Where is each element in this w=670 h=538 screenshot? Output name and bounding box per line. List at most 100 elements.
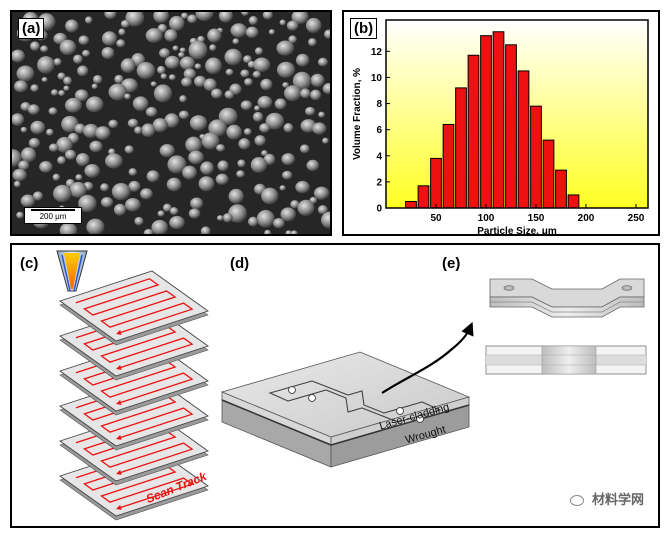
- y-tick-label: 8: [376, 99, 382, 110]
- powder-particle: [16, 211, 24, 219]
- powder-particle: [322, 137, 329, 144]
- powder-particle: [136, 61, 156, 80]
- histogram-bar: [455, 87, 467, 209]
- powder-particle: [248, 16, 258, 25]
- powder-particle: [217, 160, 229, 172]
- histogram-bar: [517, 70, 530, 209]
- powder-particle: [308, 38, 317, 47]
- plot-frame: [385, 19, 649, 209]
- arrow-to-specimen: [381, 321, 474, 394]
- powder-particle: [108, 119, 119, 129]
- powder-particle: [30, 84, 39, 93]
- powder-particle: [295, 53, 310, 67]
- powder-particle: [215, 173, 229, 185]
- powder-particle: [282, 82, 289, 88]
- powder-particle: [63, 76, 72, 86]
- wechat-icon: [570, 495, 585, 507]
- powder-particle: [159, 48, 171, 59]
- powder-particle: [159, 144, 175, 158]
- powder-particle: [230, 23, 248, 38]
- powder-particle: [243, 55, 252, 64]
- powder-particle: [145, 106, 158, 118]
- powder-particle: [179, 56, 195, 71]
- powder-particle: [73, 54, 83, 64]
- powder-particle: [254, 135, 266, 146]
- powder-particle: [52, 173, 61, 181]
- powder-particle: [101, 31, 118, 46]
- powder-particle: [120, 58, 136, 74]
- y-tick-label: 6: [376, 125, 382, 136]
- powder-particle: [124, 145, 134, 154]
- powder-particle: [279, 185, 286, 191]
- y-tick-label: 10: [371, 73, 383, 84]
- powder-particle: [178, 52, 185, 58]
- powder-particle: [84, 16, 93, 24]
- powder-particle: [111, 182, 131, 201]
- powder-particle: [28, 137, 41, 149]
- powder-particle: [252, 70, 261, 79]
- powder-particle: [150, 81, 157, 87]
- powder-particle: [261, 150, 268, 157]
- powder-particle: [59, 222, 78, 234]
- powder-particle: [168, 15, 185, 32]
- powder-particle: [13, 180, 21, 188]
- powder-particle: [58, 90, 66, 97]
- powder-particle: [317, 205, 328, 215]
- y-tick-label: 2: [376, 177, 382, 188]
- histogram-bar: [430, 157, 442, 209]
- powder-particle: [108, 83, 128, 101]
- scan-track-path: [75, 278, 194, 335]
- powder-particle: [16, 65, 35, 82]
- powder-particle: [240, 69, 250, 78]
- histogram-bar: [530, 105, 542, 209]
- panel-d-tag: (d): [230, 255, 250, 272]
- powder-particle: [305, 106, 316, 116]
- powder-particle: [30, 41, 40, 51]
- histogram-bar: [480, 35, 492, 209]
- powder-particle: [250, 157, 268, 173]
- powder-particle: [261, 187, 279, 205]
- powder-particle: [222, 213, 233, 223]
- powder-particle: [262, 12, 273, 20]
- powder-particle: [290, 200, 300, 209]
- powder-particle: [276, 61, 296, 79]
- powder-particle: [53, 58, 62, 66]
- histogram-bar: [405, 200, 417, 209]
- powder-particle: [265, 112, 285, 130]
- powder-particle: [283, 85, 302, 102]
- powder-particle: [128, 180, 141, 192]
- powder-particle: [254, 105, 261, 112]
- powder-particle: [188, 208, 201, 219]
- tensile-specimen-side-view: [485, 345, 647, 375]
- powder-particle: [125, 12, 145, 27]
- powder-particle: [164, 113, 180, 128]
- powder-particle: [182, 165, 197, 180]
- panel-a-sem-image: (a) 200 μm: [10, 10, 332, 236]
- powder-particle: [63, 85, 70, 92]
- powder-particle: [32, 191, 44, 201]
- powder-particle: [13, 80, 28, 93]
- panel-cde-schematics: (c) (d) (e) Scan Track Laser-cladding Wr…: [10, 243, 660, 528]
- powder-particle: [64, 149, 77, 160]
- powder-particle: [322, 83, 330, 95]
- panel-a-tag: (a): [18, 18, 45, 39]
- powder-particle: [157, 65, 166, 75]
- powder-particle: [104, 12, 117, 20]
- powder-particle: [134, 126, 143, 135]
- powder-particle: [39, 161, 53, 173]
- powder-particle: [317, 57, 328, 67]
- laser-cladding-slab: [220, 321, 474, 468]
- scale-bar-line: [31, 209, 75, 211]
- powder-particle: [100, 183, 109, 192]
- powder-particle: [240, 100, 253, 111]
- powder-particle: [157, 210, 165, 217]
- y-tick-label: 12: [371, 47, 383, 58]
- powder-particle: [241, 12, 249, 16]
- y-tick-label: 0: [376, 204, 382, 215]
- powder-particle: [310, 73, 325, 88]
- powder-particle: [281, 153, 295, 166]
- powder-particle: [321, 211, 330, 229]
- powder-particle: [253, 57, 271, 73]
- powder-particle: [178, 110, 190, 120]
- powder-particle: [69, 181, 87, 198]
